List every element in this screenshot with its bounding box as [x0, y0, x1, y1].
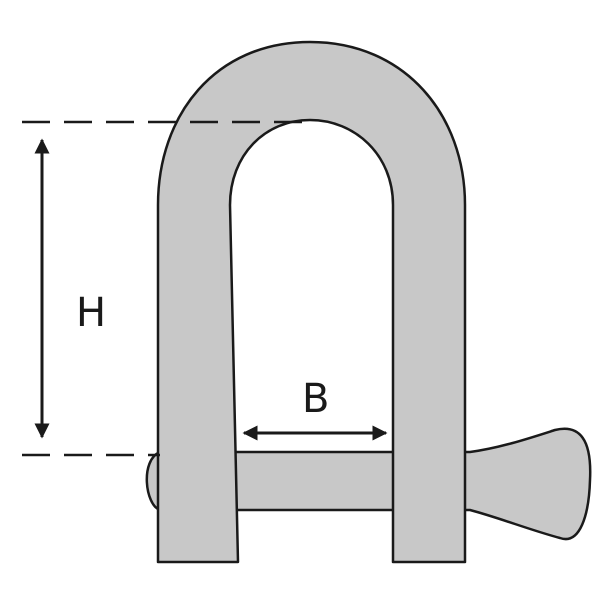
d-shackle-icon [156, 40, 467, 564]
width-dimension-label: B [302, 376, 329, 422]
height-dimension-label: H [76, 290, 106, 336]
